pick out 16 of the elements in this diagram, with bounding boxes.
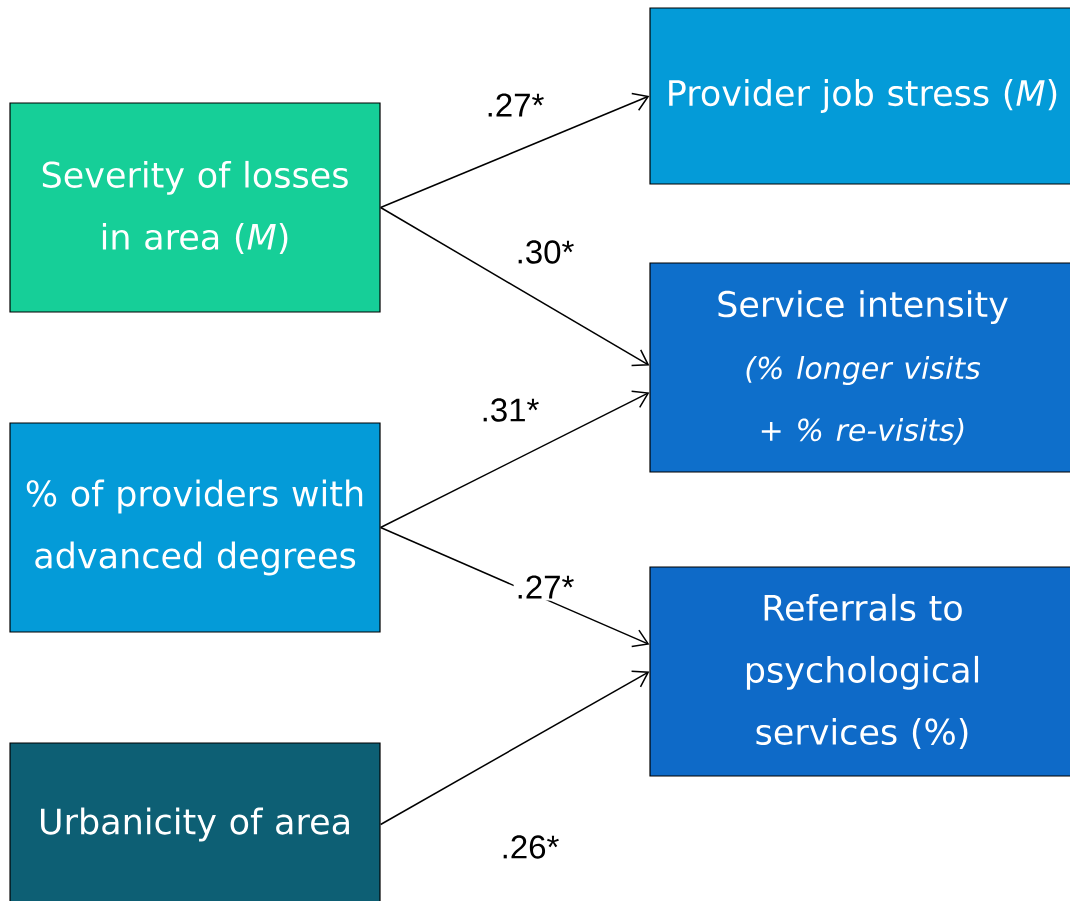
- arrow: [379, 526, 650, 648]
- arrow: [379, 390, 650, 529]
- process-box: Service intensity (% longer visits + % re-visits): [649, 262, 1070, 473]
- process-box: Referrals to psychological services (%): [649, 566, 1070, 777]
- process-box: % of providers with advanced degrees: [9, 422, 381, 633]
- process-box: Provider job stress (M): [649, 7, 1070, 185]
- arrow: [379, 206, 650, 367]
- process-box: Severity of losses in area (M): [9, 102, 381, 313]
- edge-label: .31*: [478, 396, 542, 424]
- edge-label: .27*: [513, 573, 577, 601]
- edge-label: .26*: [498, 833, 562, 861]
- edge-label: .27*: [483, 91, 547, 119]
- arrow: [379, 92, 650, 209]
- arrow: [379, 670, 650, 826]
- edge-label: .30*: [513, 238, 577, 266]
- process-box: Urbanicity of area: [9, 742, 381, 901]
